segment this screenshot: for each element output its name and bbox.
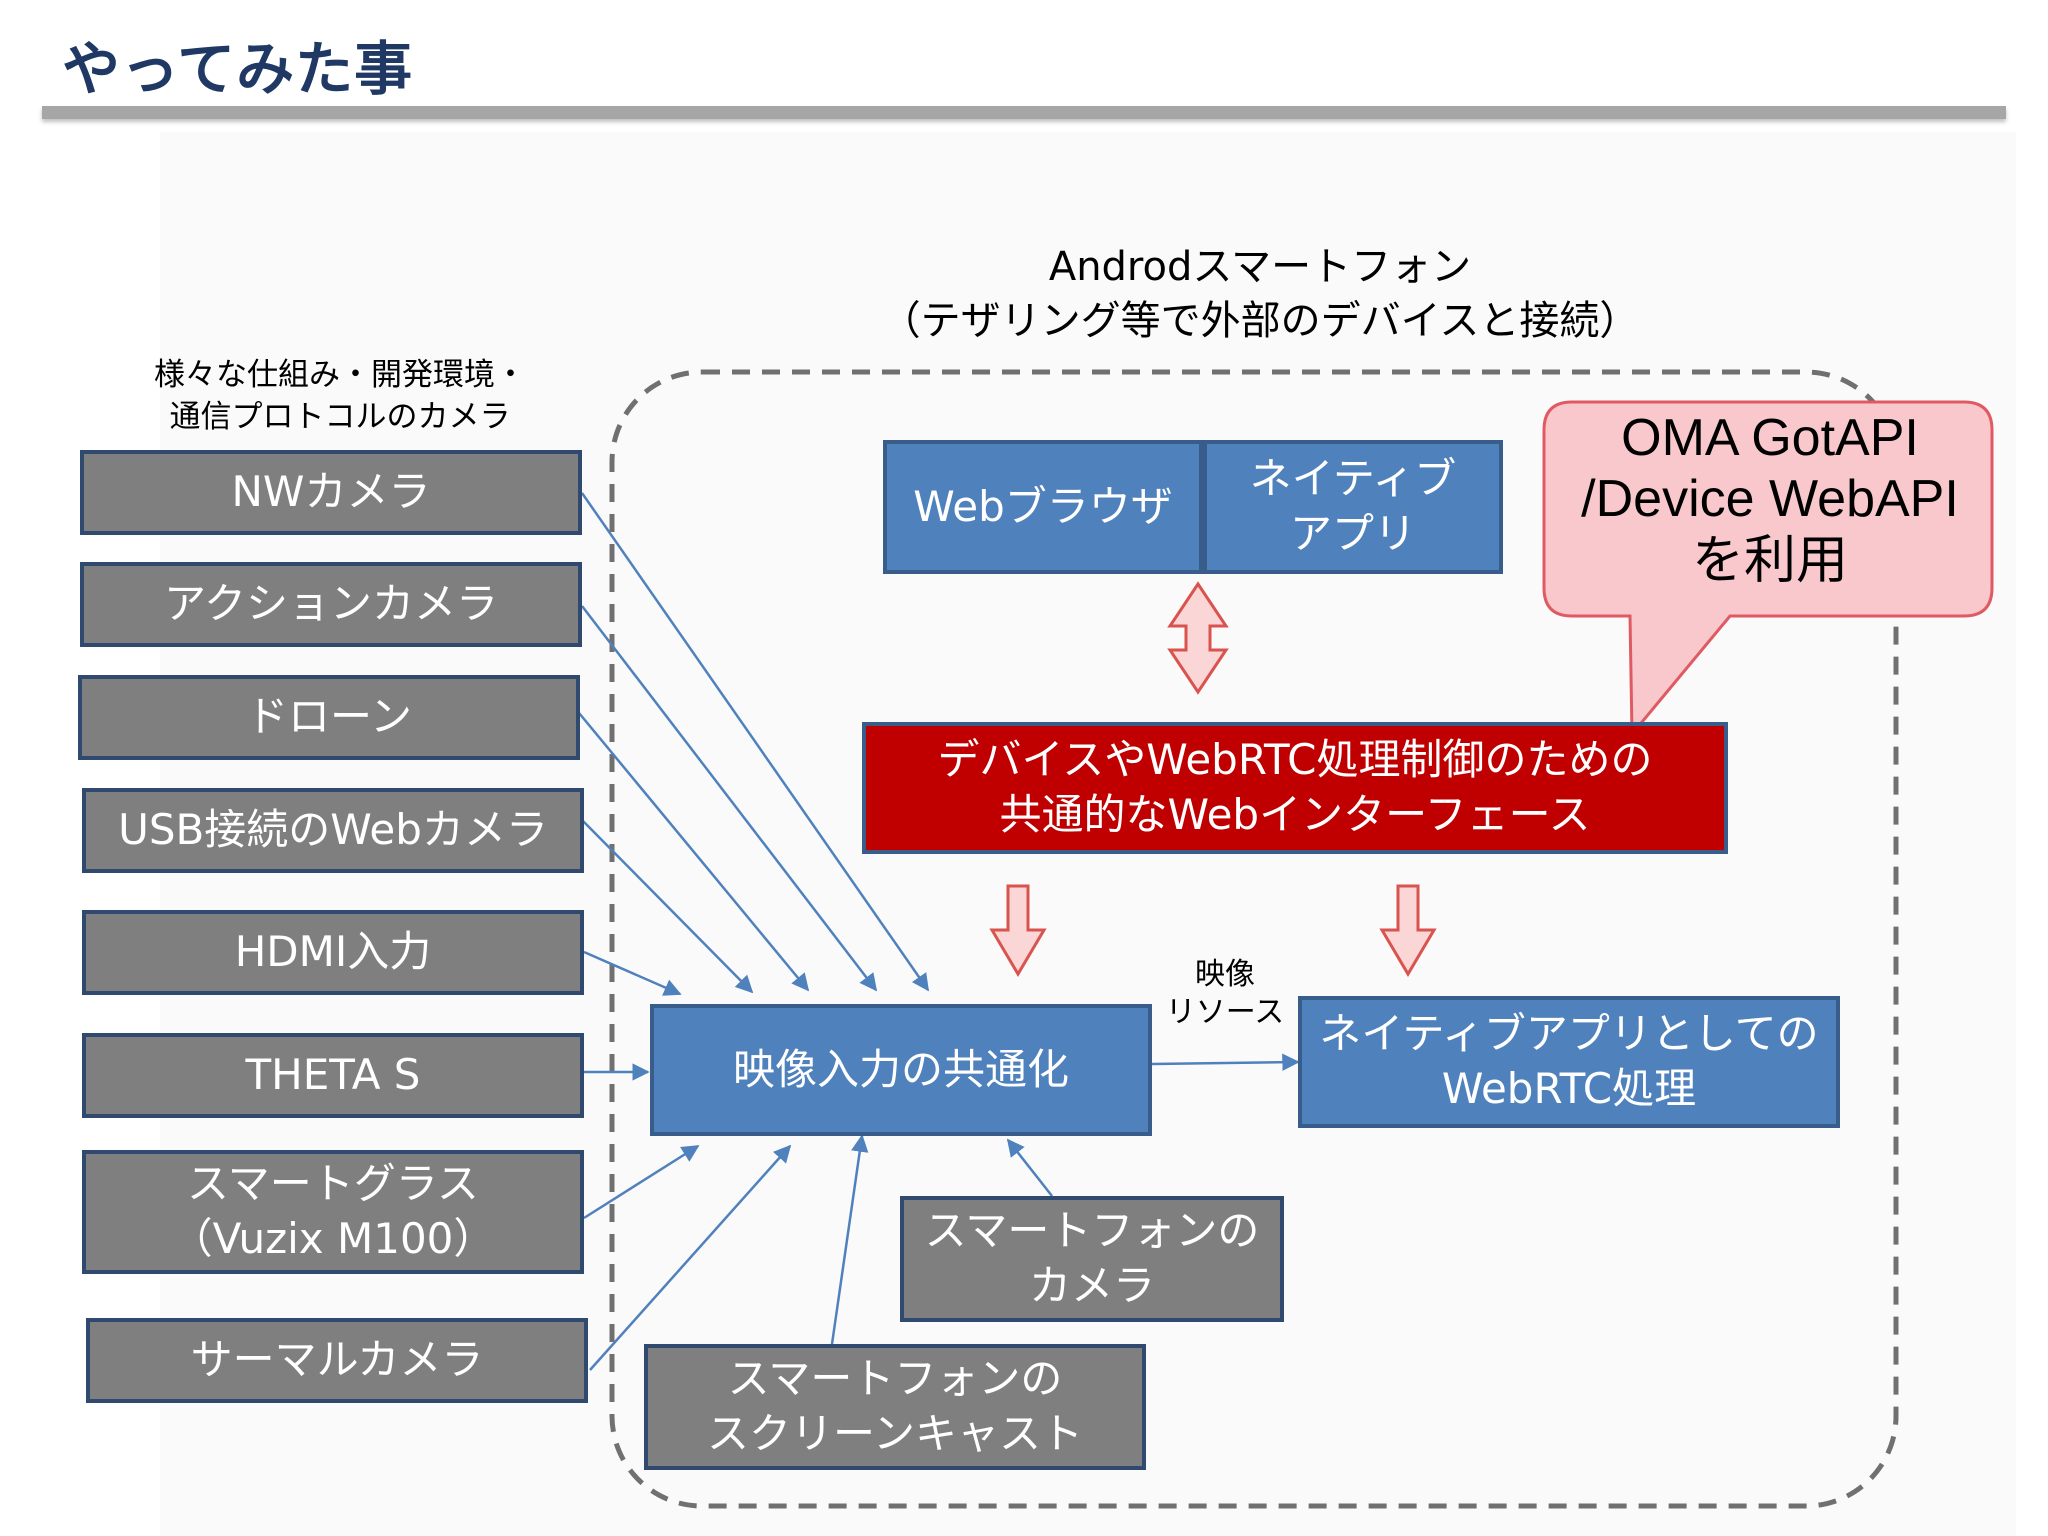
nw-camera-box: NWカメラ xyxy=(80,450,582,535)
video-resource-label: 映像 リソース xyxy=(1150,956,1300,1032)
theta-label: THETA S xyxy=(245,1050,421,1100)
android-container xyxy=(609,369,1899,1509)
arrow-smart-glass xyxy=(583,1144,700,1220)
down-arrow-icon xyxy=(1379,884,1437,977)
android-label-line2: （テザリング等で外部のデバイスと接続） xyxy=(880,298,1640,344)
phone-camera-box: スマートフォンの カメラ xyxy=(900,1196,1284,1322)
callout-line2: /Device WebAPI xyxy=(1581,470,1959,529)
callout-line1: OMA GotAPI xyxy=(1621,409,1919,467)
android-label-line1: Androdスマートフォン xyxy=(1048,244,1472,290)
theta-box: THETA S xyxy=(82,1033,584,1118)
webrtc-native-line2: WebRTC処理 xyxy=(1441,1064,1697,1113)
arrow-nw-camera xyxy=(580,492,930,992)
native-app-label-line1: ネイティブ xyxy=(1249,454,1457,504)
arrow-drone xyxy=(559,689,810,992)
phone-camera-line1: スマートフォンの xyxy=(924,1206,1260,1256)
common-interface-box: デバイスやWebRTC処理制御のための 共通的なWebインターフェース xyxy=(862,722,1728,854)
callout-line3: を利用 xyxy=(1691,531,1848,590)
title-divider xyxy=(42,106,2006,119)
drone-box: ドローン xyxy=(78,675,580,760)
native-app-label-line2: アプリ xyxy=(1289,509,1416,558)
slide-title: やってみた事 xyxy=(62,35,414,103)
screencast-line2: スクリーンキャスト xyxy=(707,1409,1083,1458)
smart-glass-label-line2: （Vuzix M100） xyxy=(170,1214,496,1263)
arrow-video-resource xyxy=(1151,1053,1300,1071)
hdmi-box: HDMI入力 xyxy=(82,910,584,995)
phone-camera-line2: カメラ xyxy=(1028,1261,1155,1310)
common-interface-line2: 共通的なWebインターフェース xyxy=(999,790,1591,839)
arrow-action-camera xyxy=(581,605,878,992)
cameras-heading-line1: 様々な仕組み・開発環境・ xyxy=(154,357,526,393)
webrtc-native-box: ネイティブアプリとしての WebRTC処理 xyxy=(1298,996,1840,1128)
common-interface-line1: デバイスやWebRTC処理制御のための xyxy=(937,735,1653,785)
callout-balloon xyxy=(1542,400,1994,739)
video-input-box: 映像入力の共通化 xyxy=(650,1004,1152,1136)
usb-camera-box: USB接続のWebカメラ xyxy=(82,788,584,873)
video-resource-line1: 映像 xyxy=(1195,957,1255,992)
cameras-heading: 様々な仕組み・開発環境・ 通信プロトコルのカメラ xyxy=(110,354,570,438)
hdmi-label: HDMI入力 xyxy=(234,927,432,977)
arrow-thermal xyxy=(589,1144,792,1371)
screencast-line1: スマートフォンの xyxy=(727,1354,1063,1404)
smart-glass-box: スマートグラス （Vuzix M100） xyxy=(82,1150,584,1274)
web-browser-box: Webブラウザ xyxy=(883,440,1203,574)
arrow-phone-camera xyxy=(1006,1138,1053,1197)
native-app-box: ネイティブ アプリ xyxy=(1203,440,1503,574)
callout-text: OMA GotAPI /Device WebAPI を利用 xyxy=(1552,408,1988,592)
down-arrow-icon xyxy=(989,884,1047,977)
arrow-usb-camera xyxy=(581,819,754,994)
action-camera-label: アクションカメラ xyxy=(164,579,498,629)
usb-camera-label: USB接続のWebカメラ xyxy=(118,805,548,855)
arrow-screencast xyxy=(830,1134,869,1345)
drone-label: ドローン xyxy=(246,692,412,742)
thermal-camera-label: サーマルカメラ xyxy=(190,1335,484,1385)
video-input-label: 映像入力の共通化 xyxy=(732,1044,1069,1094)
android-label: Androdスマートフォン （テザリング等で外部のデバイスと接続） xyxy=(780,240,1740,348)
nw-camera-label: NWカメラ xyxy=(231,467,431,517)
smart-glass-label-line1: スマートグラス xyxy=(187,1159,479,1209)
action-camera-box: アクションカメラ xyxy=(80,562,582,647)
screencast-box: スマートフォンの スクリーンキャスト xyxy=(644,1344,1146,1470)
webrtc-native-line1: ネイティブアプリとしての xyxy=(1319,1009,1819,1059)
video-resource-line2: リソース xyxy=(1165,995,1285,1030)
thermal-camera-box: サーマルカメラ xyxy=(86,1318,588,1403)
arrow-hdmi xyxy=(583,950,682,996)
cameras-heading-line2: 通信プロトコルのカメラ xyxy=(169,399,511,435)
double-arrow-icon xyxy=(1167,581,1229,695)
web-browser-label: Webブラウザ xyxy=(913,481,1173,531)
